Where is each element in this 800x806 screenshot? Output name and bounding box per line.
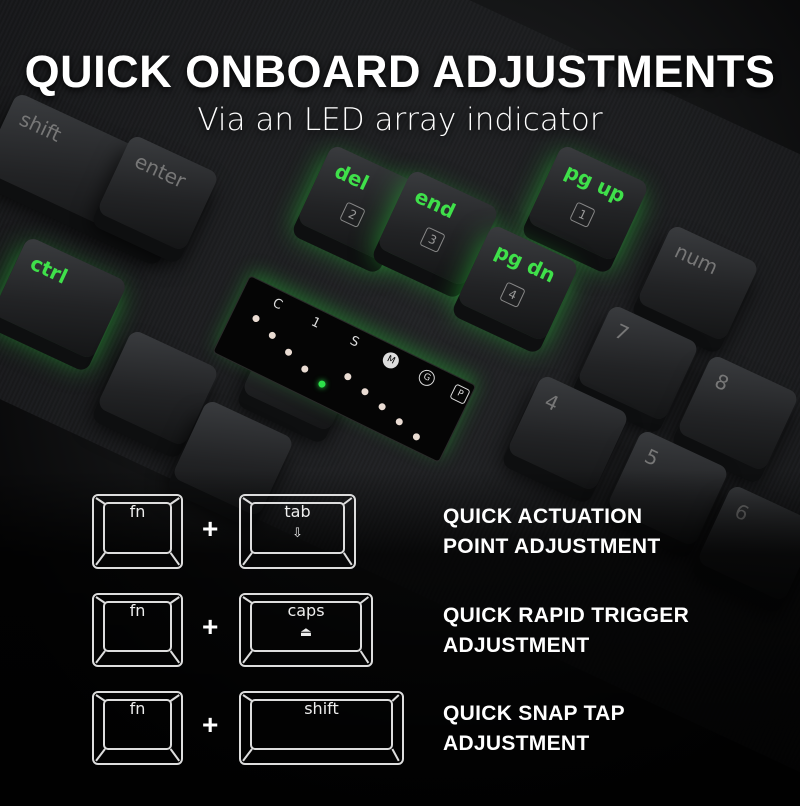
led-dot xyxy=(411,432,422,442)
keycap-bevel xyxy=(242,497,353,566)
plus-sign: + xyxy=(202,611,219,642)
led-dot xyxy=(343,371,353,382)
key-label: 4 xyxy=(540,388,563,416)
key-label: 7 xyxy=(610,318,633,346)
description-line: ADJUSTMENT xyxy=(443,732,590,755)
keycap-bevel xyxy=(242,694,400,762)
combo-description: QUICK SNAP TAP ADJUSTMENT xyxy=(443,699,625,759)
fn-key-outline: fn xyxy=(92,691,183,765)
key-label: tab xyxy=(284,502,311,521)
led-label-c: C xyxy=(270,295,285,314)
rapid-trigger-icon: ⏏ xyxy=(299,625,313,640)
led-dot xyxy=(360,387,370,397)
led-label-s: S xyxy=(347,333,362,351)
led-icon-g: G xyxy=(416,367,438,389)
page-subtitle: Via an LED array indicator xyxy=(197,102,603,138)
key-label: fn xyxy=(129,601,146,620)
description-line: QUICK RAPID TRIGGER xyxy=(443,604,690,627)
key-label: shift xyxy=(304,699,339,718)
key-sublabel: 4 xyxy=(499,281,526,309)
keycap-bevel xyxy=(95,694,181,762)
bottom-shade xyxy=(0,470,800,806)
key-sublabel: 3 xyxy=(419,226,446,254)
description-line: QUICK ACTUATION xyxy=(443,505,643,528)
plus-sign: + xyxy=(202,513,219,544)
shift-key-outline: shift xyxy=(239,691,404,765)
description-line: QUICK SNAP TAP xyxy=(443,702,625,725)
key-label: end xyxy=(410,183,460,224)
led-dot xyxy=(251,313,261,324)
key-label: fn xyxy=(129,699,146,718)
keycap-top xyxy=(250,601,362,652)
description-line: POINT ADJUSTMENT xyxy=(443,535,661,558)
key-label: ctrl xyxy=(26,250,72,289)
fn-key-outline: fn xyxy=(92,494,183,569)
keycap-bevel xyxy=(242,596,370,664)
keycap-top xyxy=(103,699,172,750)
led-dot-active xyxy=(317,379,327,389)
keycap-bevel xyxy=(95,596,181,664)
keycap-top xyxy=(103,502,172,554)
led-dot xyxy=(283,347,294,357)
led-icon-p: P xyxy=(449,383,471,405)
key-sublabel: 2 xyxy=(339,201,366,229)
key-label: fn xyxy=(129,502,146,521)
caps-key-outline: caps ⏏ xyxy=(239,593,373,667)
plus-sign: + xyxy=(202,709,219,740)
keycap-top xyxy=(250,699,393,750)
page-title: QUICK ONBOARD ADJUSTMENTS xyxy=(24,46,776,97)
combo-description: QUICK ACTUATION POINT ADJUSTMENT xyxy=(443,502,661,562)
led-label-1: 1 xyxy=(308,314,323,332)
tab-key-outline: tab ⇩ xyxy=(239,494,356,569)
led-dot xyxy=(300,364,310,374)
keycap-top xyxy=(103,601,172,652)
fn-key-outline: fn xyxy=(92,593,183,667)
keycap-top xyxy=(250,502,345,554)
led-dot xyxy=(377,402,387,412)
key-label: 5 xyxy=(640,443,663,471)
keycap-bevel xyxy=(95,497,181,566)
description-line: ADJUSTMENT xyxy=(443,634,590,657)
led-dot xyxy=(394,417,404,427)
combo-description: QUICK RAPID TRIGGER ADJUSTMENT xyxy=(443,601,689,661)
key-label: del xyxy=(330,158,373,196)
led-icon-m: M xyxy=(380,349,402,372)
key-label: num xyxy=(670,238,722,280)
key-sublabel: 1 xyxy=(569,201,596,229)
key-label: 8 xyxy=(710,368,733,396)
led-dot xyxy=(267,330,277,341)
actuation-icon: ⇩ xyxy=(292,526,303,541)
key-label: enter xyxy=(130,148,190,194)
key-label: caps xyxy=(287,601,325,620)
